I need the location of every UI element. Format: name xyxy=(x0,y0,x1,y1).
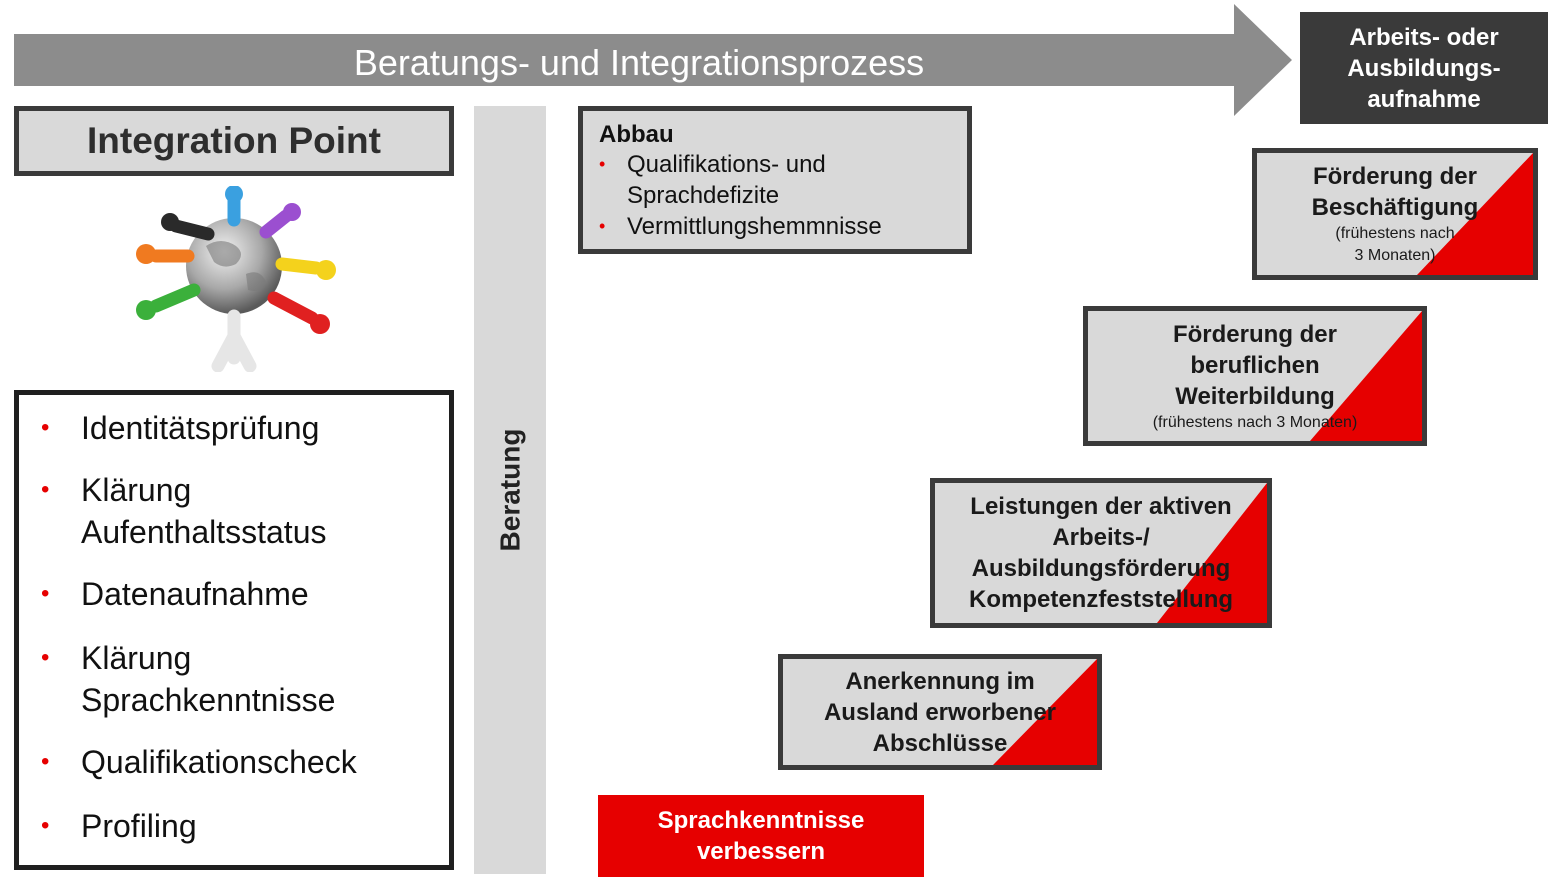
end-box-line: Arbeits- oder xyxy=(1349,23,1499,51)
abbau-box: Abbau • Qualifikations- und Sprachdefizi… xyxy=(578,106,972,254)
step-weiterbildung: Förderung der beruflichen Weiterbildung … xyxy=(1083,306,1427,446)
list-item: • Qualifikations- und Sprachdefizite xyxy=(599,149,967,211)
step-line: Beschäftigung xyxy=(1311,194,1479,221)
red-corner-wedge xyxy=(1417,153,1533,275)
integration-point-title: Integration Point xyxy=(14,106,454,176)
step-beschaeftigung: Förderung der Beschäftigung (frühestens … xyxy=(1252,148,1538,280)
abbau-list: • Qualifikations- und Sprachdefizite • V… xyxy=(599,149,967,242)
list-item-label: Profiling xyxy=(81,808,197,844)
step-line: Anerkennung im xyxy=(845,667,1035,695)
end-box-line: aufnahme xyxy=(1367,85,1481,113)
step-line: Leistungen der aktiven xyxy=(970,493,1232,520)
process-arrow-label: Beratungs- und Integrationsprozess xyxy=(353,42,925,83)
list-item-label: Identitätsprüfung xyxy=(81,410,320,446)
step-note: (frühestens nach xyxy=(1335,225,1455,242)
step-line: verbessern xyxy=(696,838,826,865)
globe-people-icon xyxy=(136,186,336,372)
list-item: • Vermittlungshemmnisse xyxy=(599,211,967,242)
list-item-line: Klärung xyxy=(81,472,192,508)
step-line: Weiterbildung xyxy=(1175,382,1335,410)
beratung-label: Beratung xyxy=(494,428,525,552)
integration-point-list: • Identitätsprüfung • Klärung Aufenthalt… xyxy=(14,390,454,870)
list-item-label: Qualifikationscheck xyxy=(81,744,357,780)
step-line: Ausland erworbener xyxy=(823,698,1057,726)
red-corner-wedge xyxy=(1310,311,1422,441)
step-anerkennung: Anerkennung im Ausland erworbener Abschl… xyxy=(778,654,1102,770)
list-item-line: Sprachkenntnisse xyxy=(81,682,336,718)
list-item-line: Klärung xyxy=(81,640,192,676)
step-line: Ausbildungsförderung xyxy=(971,555,1231,582)
list-item-label: Datenaufnahme xyxy=(81,576,309,612)
end-box-employment: Arbeits- oder Ausbildungs- aufnahme xyxy=(1300,12,1548,124)
beratung-label-wrap: Beratung xyxy=(474,106,546,874)
step-line: beruflichen xyxy=(1190,351,1320,379)
process-arrow xyxy=(14,4,1292,116)
list-item-line: Vermittlungshemmnisse xyxy=(627,213,882,240)
bullet-dot-icon: • xyxy=(41,812,50,839)
bullet-dot-icon: • xyxy=(41,644,50,671)
list-item-line: Aufenthaltsstatus xyxy=(81,514,327,550)
step-line: Arbeits-/ xyxy=(1052,524,1150,551)
step-leistungen: Leistungen der aktiven Arbeits-/ Ausbild… xyxy=(930,478,1272,628)
step-line: Förderung der xyxy=(1172,320,1337,348)
list-item-line: Qualifikations- und xyxy=(627,151,826,178)
step-note: 3 Monaten) xyxy=(1354,247,1436,264)
step-line: Förderung der xyxy=(1312,163,1477,190)
list-item-label: Klärung Aufenthaltsstatus xyxy=(81,469,441,553)
bullet-dot-icon: • xyxy=(599,154,606,174)
beratung-bar xyxy=(474,106,546,874)
step-note: (frühestens nach 3 Monaten) xyxy=(1152,413,1358,431)
red-corner-wedge xyxy=(1157,483,1267,623)
step-line: Sprachkenntnisse xyxy=(657,807,865,834)
step-sprachkenntnisse: Sprachkenntnisse verbessern xyxy=(598,795,924,877)
red-corner-wedge xyxy=(993,659,1097,765)
list-item-label: Klärung Sprachkenntnisse xyxy=(81,637,441,721)
end-box-line: Ausbildungs- xyxy=(1347,54,1501,82)
step-line: Abschlüsse xyxy=(872,729,1008,757)
abbau-title: Abbau xyxy=(599,121,674,148)
bullet-dot-icon: • xyxy=(599,216,606,236)
bullet-dot-icon: • xyxy=(41,580,50,607)
list-item-line: Sprachdefizite xyxy=(627,182,780,209)
bullet-dot-icon: • xyxy=(41,748,50,775)
bullet-dot-icon: • xyxy=(41,414,50,441)
step-line: Kompetenzfeststellung xyxy=(968,586,1234,613)
bullet-dot-icon: • xyxy=(41,476,50,503)
